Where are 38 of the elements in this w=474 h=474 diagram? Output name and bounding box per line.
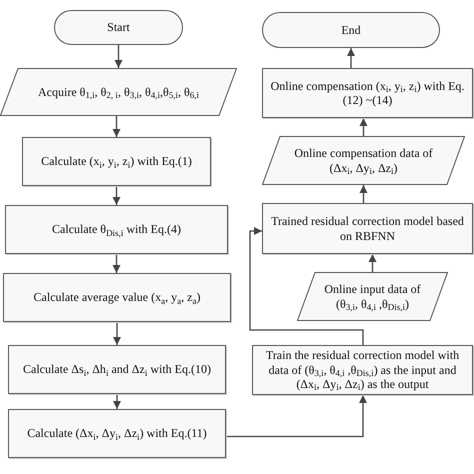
process-box xyxy=(8,409,226,458)
data-parallelogram xyxy=(297,272,448,321)
node-text: Calculate average value (x$_{a}$, y$_{a}$, z$_{a}$) xyxy=(34,290,200,305)
terminal-box xyxy=(262,12,440,48)
arrow xyxy=(368,254,376,272)
node-text: Acquire θ$_{1,i}$, θ$_{2, i}$, θ$_{3,i}$, θ$_{4,i}$,θ$_{5,i}$, θ$_{6,i}$ xyxy=(38,84,199,100)
node-text: Online compensation (x$_{i}$, y$_{i}$, z$_{i}$) with Eq.(12) ~(14) xyxy=(270,78,466,108)
node-text: Trained residual correction model based on RBFNN xyxy=(270,214,465,243)
arrow xyxy=(360,118,368,136)
arrow xyxy=(112,186,120,205)
process-box xyxy=(3,273,231,322)
node-text: Start xyxy=(107,20,130,35)
process-box xyxy=(22,137,211,186)
node-text: Calculate Δs$_{i}$, Δh$_{i}$ and Δz$_{i}$ with Eq.(10) xyxy=(23,362,211,377)
terminal-box xyxy=(54,10,183,45)
arrow xyxy=(112,116,120,137)
node-text: Train the residual correction model with data of (θ$_{3,i}$, θ$_{4,i}$ ,θ$_{Dis,i}$) as the input and (Δx$_{i}$, Δy$_{i}$, Δz$_{i}$) as the output xyxy=(264,348,460,392)
arrow xyxy=(112,254,120,273)
arrow xyxy=(226,395,367,438)
data-parallelogram xyxy=(262,136,465,185)
process-box xyxy=(262,68,473,118)
process-box xyxy=(262,203,473,254)
node-text: Online compensation data of (Δx$_{i}$, Δy$_{i}$, Δz$_{i}$) xyxy=(293,146,434,175)
node-text: End xyxy=(341,22,361,38)
data-parallelogram xyxy=(0,68,237,116)
node-text: Calculate (Δx$_{i}$, Δy$_{i}$, Δz$_{i}$) with Eq.(11) xyxy=(27,426,207,441)
process-box xyxy=(252,345,473,395)
arrow xyxy=(249,227,364,345)
arrow xyxy=(360,185,368,203)
arrow xyxy=(114,45,122,68)
process-box xyxy=(8,345,226,394)
arrow xyxy=(113,322,121,345)
arrow xyxy=(347,48,355,68)
node-text: Calculate θ$_{Dis,i}$ with Eq.(4) xyxy=(52,222,181,237)
node-text: Online input data of (θ$_{3,i}$, θ$_{4,i}$ ,θ$_{Dis,i}$) xyxy=(323,282,422,311)
node-text: Calculate (x$_{i}$, y$_{i}$, z$_{i}$) with Eq.(1) xyxy=(41,154,192,169)
arrow xyxy=(113,394,121,409)
process-box xyxy=(5,205,228,254)
